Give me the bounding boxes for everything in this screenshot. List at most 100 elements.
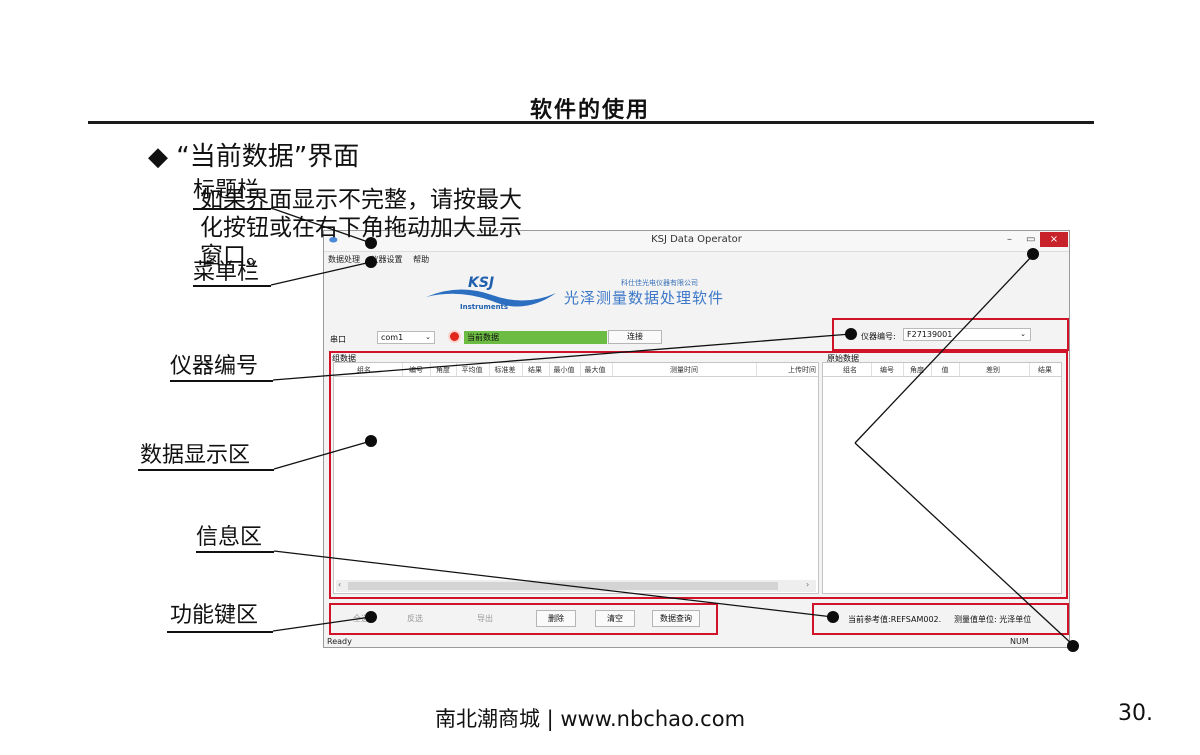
column-divider xyxy=(959,363,960,376)
logo-swoosh-icon xyxy=(426,289,556,307)
instrument-number-highlight xyxy=(832,318,1069,351)
column-divider xyxy=(489,363,490,376)
title-bar: ⬬ KSJ Data Operator – ▭ × xyxy=(324,231,1069,252)
chevron-down-icon: ⌄ xyxy=(1020,330,1026,338)
callout-underline xyxy=(193,208,271,210)
callout-dot xyxy=(365,256,377,268)
chevron-down-icon: ⌄ xyxy=(425,333,431,341)
close-button[interactable]: × xyxy=(1040,232,1068,247)
column-header[interactable]: 组名 xyxy=(843,366,857,374)
column-header[interactable]: 编号 xyxy=(880,366,894,374)
callout-dot xyxy=(827,611,839,623)
column-divider xyxy=(456,363,457,376)
group-data-table[interactable]: 组名 编号 角度 平均值 标准差 结果 最小值 最大值 测量时间 上传时间 ‹ … xyxy=(333,362,819,594)
group-data-label: 组数据 xyxy=(332,354,356,363)
maximize-button[interactable]: ▭ xyxy=(1026,234,1036,245)
current-reference-value: 当前参考值:REFSAM002. xyxy=(848,615,942,624)
table-header: 组名 编号 角度 值 差别 结果 xyxy=(823,363,1061,377)
menu-item-instrument-settings[interactable]: 仪器设置 xyxy=(370,255,403,264)
export-button[interactable]: 导出 xyxy=(477,614,493,623)
column-header[interactable]: 编号 xyxy=(409,366,423,374)
column-divider xyxy=(549,363,550,376)
slide-footer: 南北潮商城 | www.nbchao.com xyxy=(434,707,746,731)
menu-item-help[interactable]: 帮助 xyxy=(413,255,430,264)
column-divider xyxy=(430,363,431,376)
current-data-status: 当前数据 xyxy=(464,331,607,344)
info-area-highlight xyxy=(812,603,1069,635)
column-header[interactable]: 组名 xyxy=(357,366,371,374)
callout-menu-bar: 菜单栏 xyxy=(193,260,260,285)
delete-button[interactable]: 删除 xyxy=(536,610,576,627)
column-divider xyxy=(1029,363,1030,376)
column-header[interactable]: 角度 xyxy=(910,366,924,374)
callout-dot xyxy=(365,435,377,447)
callout-dot xyxy=(365,237,377,249)
callout-dot xyxy=(365,611,377,623)
column-header[interactable]: 上传时间 xyxy=(788,366,816,374)
callout-dot xyxy=(845,328,857,340)
column-header[interactable]: 标准差 xyxy=(494,366,516,374)
column-header[interactable]: 最大值 xyxy=(584,366,606,374)
column-divider xyxy=(756,363,757,376)
minimize-button[interactable]: – xyxy=(1007,234,1012,245)
instrument-number-value: F27139001 xyxy=(907,330,953,339)
original-data-table[interactable]: 组名 编号 角度 值 差别 结果 xyxy=(822,362,1062,594)
app-icon: ⬬ xyxy=(329,235,338,246)
instrument-number-select[interactable]: F27139001 ⌄ xyxy=(903,328,1031,341)
callout-data-display: 数据显示区 xyxy=(140,443,251,468)
slide-title: 软件的使用 xyxy=(529,98,650,123)
instruction-note: 如果界面显示不完整，请按最大化按钮或在右下角拖动加大显示窗口。 xyxy=(200,187,522,269)
original-data-label: 原始数据 xyxy=(827,354,859,363)
callout-title-bar: 标题栏 xyxy=(193,178,260,203)
column-header[interactable]: 平均值 xyxy=(461,366,483,374)
menu-bar: 数据处理 仪器设置 帮助 xyxy=(328,254,437,265)
table-header: 组名 编号 角度 平均值 标准差 结果 最小值 最大值 测量时间 上传时间 xyxy=(334,363,818,377)
column-header[interactable]: 结果 xyxy=(528,366,542,374)
app-window: ⬬ KSJ Data Operator – ▭ × 数据处理 仪器设置 帮助 K… xyxy=(323,230,1070,648)
section-heading: ◆ “当前数据”界面 xyxy=(148,142,360,172)
callout-underline xyxy=(167,631,273,633)
column-divider xyxy=(871,363,872,376)
port-value: com1 xyxy=(381,333,404,342)
port-label: 串口 xyxy=(330,335,346,344)
title-divider xyxy=(88,121,1094,124)
company-name: 科仕佳光电仪器有限公司 xyxy=(621,279,698,287)
column-header[interactable]: 值 xyxy=(941,366,949,374)
column-divider xyxy=(931,363,932,376)
callout-dot xyxy=(1027,248,1039,260)
data-query-button[interactable]: 数据查询 xyxy=(652,610,700,627)
connect-button[interactable]: 连接 xyxy=(608,330,662,344)
data-display-highlight xyxy=(329,351,1068,599)
invert-selection-button[interactable]: 反选 xyxy=(407,614,423,623)
column-divider xyxy=(522,363,523,376)
logo-subtitle: Instruments xyxy=(460,303,509,311)
callout-instrument-number: 仪器编号 xyxy=(170,354,259,379)
scroll-left-icon[interactable]: ‹ xyxy=(338,580,342,589)
ksj-logo: KSJ Instruments xyxy=(424,275,559,315)
measurement-unit: 测量值单位: 光泽单位 xyxy=(954,615,1032,624)
column-header[interactable]: 结果 xyxy=(1038,366,1052,374)
horizontal-scrollbar[interactable]: ‹ › xyxy=(336,580,816,592)
port-select[interactable]: com1 ⌄ xyxy=(377,331,435,344)
column-divider xyxy=(580,363,581,376)
page-number: 30. xyxy=(1118,701,1153,726)
column-divider xyxy=(903,363,904,376)
status-light-icon xyxy=(450,332,459,341)
callout-function-keys: 功能键区 xyxy=(170,603,259,628)
instrument-number-label: 仪器编号: xyxy=(861,332,896,341)
column-header[interactable]: 最小值 xyxy=(553,366,575,374)
scrollbar-thumb[interactable] xyxy=(348,582,778,590)
status-ready: Ready xyxy=(327,637,352,646)
column-header[interactable]: 角度 xyxy=(436,366,450,374)
clear-button[interactable]: 清空 xyxy=(595,610,635,627)
column-header[interactable]: 测量时间 xyxy=(670,366,698,374)
callout-underline xyxy=(196,551,274,553)
window-title: KSJ Data Operator xyxy=(651,234,742,245)
column-divider xyxy=(612,363,613,376)
callout-underline xyxy=(138,469,274,471)
function-keys-highlight xyxy=(329,603,718,635)
software-name: 光泽测量数据处理软件 xyxy=(564,289,725,307)
menu-item-data-processing[interactable]: 数据处理 xyxy=(328,255,360,264)
scroll-right-icon[interactable]: › xyxy=(806,580,810,589)
column-header[interactable]: 差别 xyxy=(986,366,1000,374)
